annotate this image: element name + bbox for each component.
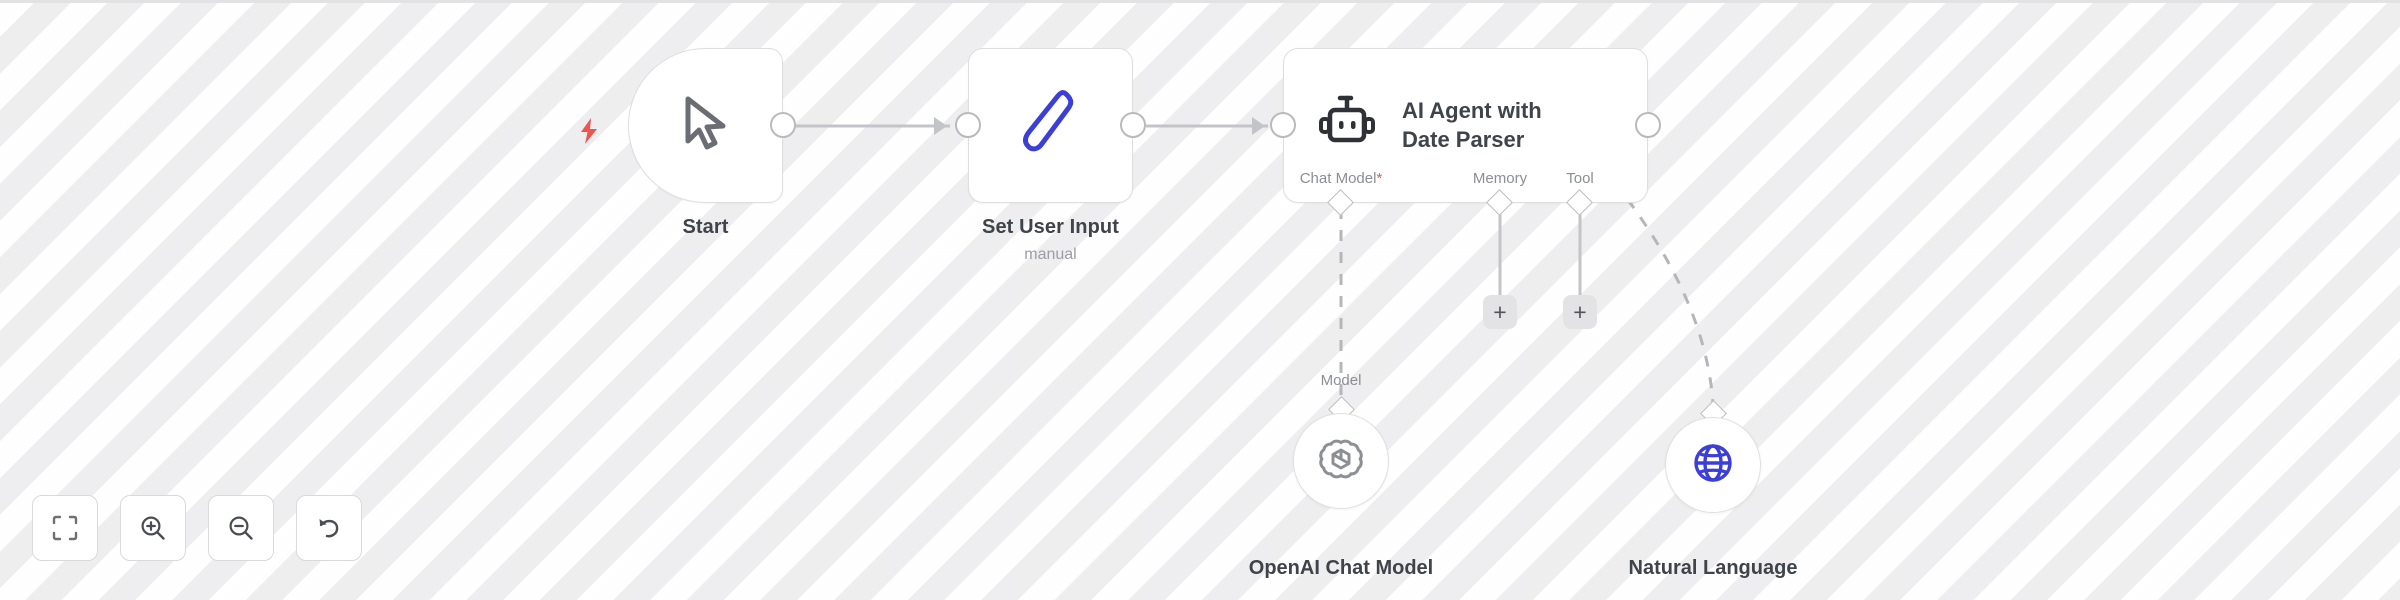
add-memory-button[interactable]: +	[1483, 295, 1517, 329]
node-start-output-port[interactable]	[770, 112, 796, 138]
node-natural-language[interactable]	[1665, 417, 1761, 513]
node-openai-chat-model-label: OpenAI Chat Model	[1248, 557, 1434, 579]
zoom-out-icon	[227, 514, 255, 542]
lightning-bolt-icon	[578, 118, 600, 144]
node-set-user-input-output-port[interactable]	[1120, 112, 1146, 138]
node-set-user-input-input-port[interactable]	[955, 112, 981, 138]
node-ai-agent-box[interactable]: AI Agent with Date Parser	[1283, 48, 1648, 203]
node-natural-language-label: Natural Language	[1628, 557, 1798, 579]
node-set-user-input-box[interactable]	[968, 48, 1133, 203]
connector-chat-model-label: Chat Model*	[1299, 170, 1383, 187]
cursor-arrow-icon	[678, 93, 734, 158]
node-ai-agent-output-port[interactable]	[1635, 112, 1661, 138]
node-start[interactable]: Start	[628, 48, 796, 238]
node-start-box[interactable]	[628, 48, 783, 203]
node-ai-agent-title: AI Agent with Date Parser	[1402, 98, 1542, 152]
connector-tool-label: Tool	[1566, 170, 1594, 187]
connector-memory-label: Memory	[1472, 170, 1528, 187]
node-set-user-input-sublabel: manual	[1024, 246, 1077, 263]
zoom-in-button[interactable]	[120, 495, 186, 561]
node-openai-chat-model[interactable]	[1293, 413, 1389, 509]
node-set-user-input-label: Set User Input	[982, 216, 1119, 238]
undo-arrow-icon	[315, 514, 343, 542]
top-border	[0, 0, 2400, 3]
add-tool-button[interactable]: +	[1563, 295, 1597, 329]
connector-model-label: Model	[1320, 372, 1362, 389]
node-ai-agent-input-port[interactable]	[1270, 112, 1296, 138]
fit-to-view-button[interactable]	[32, 495, 98, 561]
fit-view-icon	[51, 514, 79, 542]
edge-arrow-start-to-setuser	[934, 117, 947, 135]
node-set-user-input[interactable]: Set User Input manual	[955, 48, 1146, 263]
globe-icon	[1690, 440, 1736, 491]
node-ai-agent[interactable]: AI Agent with Date Parser	[1270, 48, 1661, 216]
pencil-icon	[1022, 87, 1080, 164]
node-start-label: Start	[682, 216, 729, 238]
robot-icon	[1318, 94, 1376, 157]
canvas-toolbar[interactable]	[32, 495, 362, 561]
openai-logo-icon	[1318, 436, 1364, 487]
zoom-in-icon	[139, 514, 167, 542]
required-marker: *	[1376, 170, 1383, 187]
reset-zoom-button[interactable]	[296, 495, 362, 561]
edge-arrow-setuser-to-agent	[1252, 117, 1265, 135]
zoom-out-button[interactable]	[208, 495, 274, 561]
